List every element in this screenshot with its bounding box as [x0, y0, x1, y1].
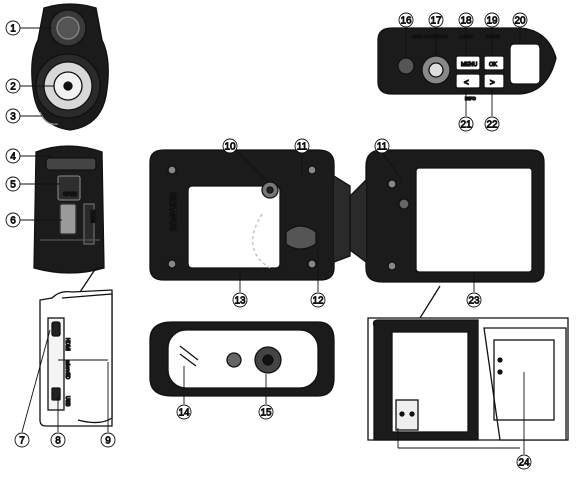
svg-text:12: 12 [312, 296, 324, 307]
top-label-osm: OSM [412, 34, 423, 39]
left-arrow-label: < [464, 78, 469, 87]
svg-text:23: 23 [468, 296, 480, 307]
callout-10: 10 [222, 138, 238, 154]
front-view [31, 3, 109, 131]
bottom-view [149, 321, 335, 397]
top-view: OSM OFF/ZOOM LOCK MODE MENU OK < > INFO [377, 27, 557, 102]
callout-4: 4 [5, 148, 21, 164]
hdmi-side-label: HDMI [89, 210, 95, 223]
connector-compartment-view: HDMI microSD USB [39, 267, 113, 427]
svg-text:10: 10 [224, 142, 236, 153]
back-view: OLYMPUS [149, 149, 351, 281]
open-label: OPEN [63, 192, 78, 198]
svg-text:11: 11 [377, 142, 388, 153]
svg-text:19: 19 [486, 16, 498, 27]
svg-text:1: 1 [10, 24, 16, 35]
menu-button-label: MENU [461, 62, 477, 68]
callout-14: 14 [176, 404, 192, 420]
microsd-label: microSD [64, 360, 70, 380]
leader-lines [20, 27, 525, 454]
right-arrow-label: > [490, 78, 495, 87]
callout-9: 9 [100, 432, 116, 448]
callout-11-back: 11 [294, 138, 310, 154]
ok-button-label: OK [489, 62, 497, 68]
svg-text:14: 14 [178, 408, 190, 419]
hdmi-port-label: HDMI [64, 338, 70, 351]
svg-text:9: 9 [105, 436, 111, 447]
callout-20: 20 [512, 12, 528, 28]
info-label: INFO [465, 96, 476, 101]
callout-2: 2 [5, 78, 21, 94]
usb-label: USB [64, 396, 70, 407]
callout-7: 7 [14, 432, 30, 448]
svg-text:4: 4 [10, 152, 16, 163]
svg-text:22: 22 [486, 120, 498, 131]
callout-1: 1 [5, 20, 21, 36]
svg-text:7: 7 [19, 436, 25, 447]
svg-text:3: 3 [10, 112, 16, 123]
callout-18: 18 [458, 12, 474, 28]
callout-23: 23 [466, 292, 482, 308]
svg-text:17: 17 [430, 16, 442, 27]
callout-12: 12 [310, 292, 326, 308]
svg-text:21: 21 [460, 120, 472, 131]
svg-text:11: 11 [297, 142, 308, 153]
svg-text:8: 8 [55, 436, 61, 447]
callout-13: 13 [232, 292, 248, 308]
side-view: OPEN HDMI [33, 145, 105, 274]
svg-text:2: 2 [10, 82, 16, 93]
callout-21: 21 [458, 116, 474, 132]
callout-3: 3 [5, 108, 21, 124]
svg-text:6: 6 [10, 216, 16, 227]
svg-text:18: 18 [460, 16, 472, 27]
lcd-bracket-view [367, 285, 569, 441]
svg-text:15: 15 [260, 408, 272, 419]
lcd-back-view [349, 149, 545, 283]
svg-text:16: 16 [400, 16, 412, 27]
callout-15: 15 [258, 404, 274, 420]
callout-6: 6 [5, 212, 21, 228]
callout-24: 24 [516, 454, 532, 470]
top-label-mode: MODE [486, 34, 500, 39]
brand-logo-text: OLYMPUS [168, 192, 177, 231]
callout-5: 5 [5, 176, 21, 192]
callout-11-lcd: 11 [374, 138, 390, 154]
callout-22: 22 [484, 116, 500, 132]
svg-text:20: 20 [514, 16, 526, 27]
top-label-lock: LOCK [460, 34, 473, 39]
svg-text:5: 5 [10, 180, 16, 191]
callout-16: 16 [398, 12, 414, 28]
callouts: 1 2 3 4 5 6 7 8 9 10 11 11 12 13 14 15 1… [5, 12, 532, 470]
callout-19: 19 [484, 12, 500, 28]
svg-text:24: 24 [518, 458, 530, 469]
svg-text:13: 13 [234, 296, 246, 307]
callout-8: 8 [50, 432, 66, 448]
callout-17: 17 [428, 12, 444, 28]
